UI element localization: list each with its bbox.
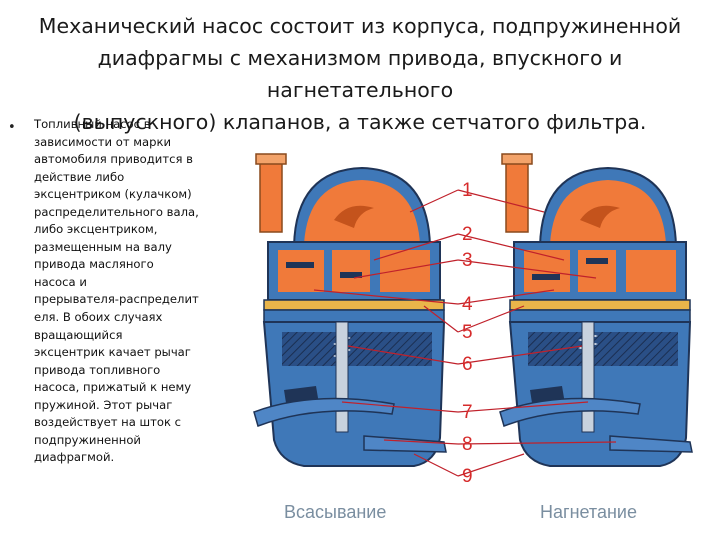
part-numbers: 1 2 3 4 5 6 7 8 9 [462, 180, 473, 487]
part-number: 9 [462, 466, 473, 487]
body-line: зависимости от марки [34, 134, 212, 152]
body-line: либо эксцентриком, [34, 221, 212, 239]
bullet-paragraph: Топливный насос в зависимости от марки а… [34, 116, 212, 467]
fuel-chamber [626, 250, 676, 292]
diaphragm-flange [510, 310, 690, 322]
body-line: привода масляного [34, 256, 212, 274]
body-line: воздействует на шток с [34, 414, 212, 432]
drive-rod [336, 322, 348, 432]
spring-cavity [282, 332, 432, 366]
pipe-cap [256, 154, 286, 164]
diaphragm-flange [264, 310, 444, 322]
part-number: 8 [462, 434, 473, 455]
body-line: размещенным на валу [34, 239, 212, 257]
caption-discharge: Нагнетание [540, 502, 637, 522]
drive-rod [582, 322, 594, 432]
body-line: пружиной. Этот рычаг [34, 397, 212, 415]
bullet-marker: • [8, 120, 16, 135]
outlet-pipe [260, 158, 282, 232]
valve-plate [532, 274, 560, 280]
title-line: Механический насос состоит из корпуса, п… [20, 10, 700, 42]
body-line: эксцентрик качает рычаг [34, 344, 212, 362]
fuel-pump-diagram: 1 2 3 4 5 6 7 8 9 Всасывание Нагнетание [224, 150, 704, 530]
valve-plate [586, 258, 608, 264]
body-line: насоса и [34, 274, 212, 292]
part-number: 1 [462, 180, 473, 201]
body-line: распределительного вала, [34, 204, 212, 222]
body-line: вращающийся [34, 327, 212, 345]
part-number: 4 [462, 294, 473, 315]
inlet-valve-chamber [278, 250, 324, 292]
pump-discharge [500, 154, 692, 466]
body-line: подпружиненной [34, 432, 212, 450]
spring-cavity [528, 332, 678, 366]
outlet-pipe [506, 158, 528, 232]
body-line: еля. В обоих случаях [34, 309, 212, 327]
body-line: эксцентриком (кулачком) [34, 186, 212, 204]
body-line: диафрагмой. [34, 449, 212, 467]
diaphragm [510, 300, 690, 310]
outlet-valve-chamber [332, 250, 370, 292]
title-line: диафрагмы с механизмом привода, впускног… [20, 42, 700, 106]
part-number: 3 [462, 250, 473, 271]
body-line: насоса, прижатый к нему [34, 379, 212, 397]
outlet-valve-chamber [578, 250, 616, 292]
pump-suction [254, 154, 446, 466]
valve-plate [286, 262, 314, 268]
body-line: привода топливного [34, 362, 212, 380]
body-line: автомобиля приводится в [34, 151, 212, 169]
diaphragm [264, 300, 444, 310]
part-number: 7 [462, 402, 473, 423]
body-line: Топливный насос в [34, 116, 212, 134]
pipe-cap [502, 154, 532, 164]
caption-suction: Всасывание [284, 502, 386, 522]
body-line: действие либо [34, 169, 212, 187]
part-number: 2 [462, 224, 473, 245]
body-line: прерывателя-распределит [34, 291, 212, 309]
part-number: 6 [462, 354, 473, 375]
part-number: 5 [462, 322, 473, 343]
